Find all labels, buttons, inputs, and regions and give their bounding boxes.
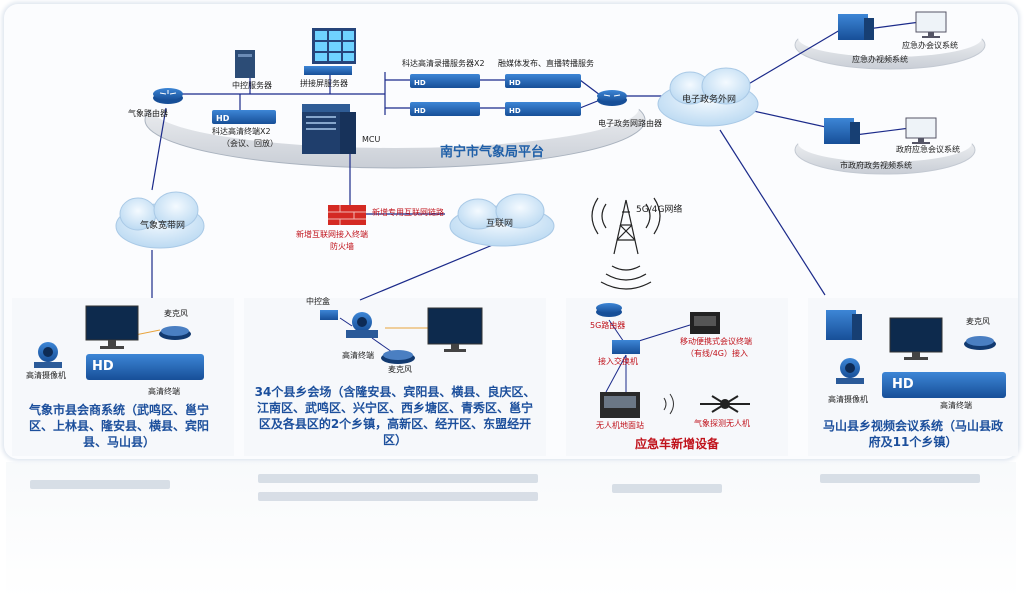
cloud-internet-label: 互联网 xyxy=(486,219,514,229)
township-camera-icon xyxy=(346,312,378,338)
gov-label: 市政府政务视频系统 xyxy=(840,161,912,170)
county-monitor-icon xyxy=(85,305,139,349)
mashan-terminal-label: 高清终端 xyxy=(940,401,972,410)
forward-server-icon: HD HD xyxy=(505,74,581,116)
hd-terminal-x2-note: （会议、回放） xyxy=(222,139,278,148)
cloud-weather xyxy=(115,191,205,249)
county-mic-label: 麦克风 xyxy=(164,309,188,318)
portable-terminal-icon xyxy=(690,312,720,334)
platform-title: 南宁市气象局平台 xyxy=(440,145,545,160)
mashan-terminal-icon xyxy=(882,372,1006,398)
panel-township xyxy=(244,298,546,456)
video-wall-icon xyxy=(304,28,356,75)
router-5g-icon xyxy=(596,303,622,317)
svg-text:HD: HD xyxy=(509,79,521,87)
firewall-caption-2: 防火墙 xyxy=(330,242,354,251)
router-weather-label: 气象路由器 xyxy=(128,109,168,118)
router-5g-label: 5G路由器 xyxy=(590,321,626,330)
cloud-internet xyxy=(449,193,555,247)
mcu-icon xyxy=(302,104,356,154)
egov-router-label: 电子政务网路由器 xyxy=(598,119,662,128)
township-monitor-icon xyxy=(427,307,483,352)
forward-label: 融媒体发布、直播转播服务 xyxy=(498,59,594,68)
tower-icon xyxy=(591,197,661,290)
mashan-camera-icon xyxy=(836,358,864,384)
drone-icon xyxy=(700,395,750,413)
drone-station-label: 无人机地面站 xyxy=(596,421,644,430)
switch-icon xyxy=(612,340,640,354)
portable-label: 移动便携式会议终端 xyxy=(680,337,752,346)
vehicle-title: 应急车新增设备 xyxy=(634,437,719,451)
gov-monitor-icon xyxy=(905,117,937,144)
hd-terminal-x2-label: 科达高清终端X2 xyxy=(212,127,271,136)
switch-label: 接入交换机 xyxy=(598,357,638,366)
township-mic-icon xyxy=(381,350,415,364)
hd-terminal-x2-icon: HD xyxy=(212,110,276,124)
mashan-hd-label: HD xyxy=(892,377,914,392)
cloud-weather-label: 气象宽带网 xyxy=(140,221,186,231)
drone-station-icon xyxy=(600,392,640,418)
emergency-server-icon xyxy=(838,14,874,40)
mashan-title: 马山县乡视频会议系统（马山县政府及11个乡镇） xyxy=(822,419,1003,449)
county-mic-icon xyxy=(159,326,191,340)
township-ctrl-icon xyxy=(320,310,338,320)
mashan-server-icon xyxy=(826,310,862,340)
gov-sub-label: 政府应急会议系统 xyxy=(896,145,960,154)
firewall-icon xyxy=(328,205,366,225)
county-terminal-icon xyxy=(86,354,204,380)
wifi-waves-icon xyxy=(663,393,674,415)
drone-label: 气象探测无人机 xyxy=(694,419,750,428)
mcu-label: MCU xyxy=(362,135,381,144)
panel-vehicle xyxy=(566,298,788,456)
township-terminal-label: 高清终端 xyxy=(342,351,374,360)
firewall-caption-1: 新增互联网接入终端 xyxy=(296,230,368,239)
township-ctrl-label: 中控盒 xyxy=(306,297,330,306)
svg-text:HD: HD xyxy=(216,114,230,123)
svg-text:HD: HD xyxy=(509,107,521,115)
firewall-link-label: 新增专用互联网链路 xyxy=(372,208,444,217)
emergency-monitor-icon xyxy=(915,11,947,38)
county-title: 气象市县会商系统（武鸣区、邕宁区、上林县、隆安县、横县、宾阳县、马山县） xyxy=(28,403,209,449)
township-mic-label: 麦克风 xyxy=(388,365,412,374)
gov-server-icon xyxy=(824,118,860,144)
emergency-label: 应急办视频系统 xyxy=(852,55,908,64)
router-weather-icon xyxy=(153,88,183,104)
cloud-egov xyxy=(657,67,759,127)
mashan-mic-icon xyxy=(964,336,996,350)
router-egov-icon xyxy=(597,90,627,106)
cloud-egov-label: 电子政务外网 xyxy=(682,95,737,105)
recorder-label: 科达高清录播服务器X2 xyxy=(402,59,485,68)
mashan-mic-label: 麦克风 xyxy=(966,317,990,326)
recorder-icon: HD HD xyxy=(410,74,480,116)
svg-text:HD: HD xyxy=(414,79,426,87)
county-camera-icon xyxy=(34,342,62,368)
county-terminal-label: 高清终端 xyxy=(148,387,180,396)
mashan-monitor-icon xyxy=(889,317,943,360)
county-hd-label: HD xyxy=(92,359,114,374)
reflection xyxy=(6,462,1016,600)
mashan-camera-label: 高清摄像机 xyxy=(828,395,868,404)
county-camera-label: 高清摄像机 xyxy=(26,371,66,380)
svg-text:HD: HD xyxy=(414,107,426,115)
tower-label: 5G/4G网络 xyxy=(636,205,683,215)
emergency-sub-label: 应急办会议系统 xyxy=(902,41,958,50)
portable-sub-label: （有线/4G）接入 xyxy=(686,349,748,358)
server-label: 中控服务器 xyxy=(232,81,272,90)
video-wall-server-label: 拼接屏服务器 xyxy=(300,79,348,88)
township-title: 34个县乡会场（含隆安县、宾阳县、横县、良庆区、江南区、武鸣区、兴宁区、西乡塘区… xyxy=(254,385,536,447)
